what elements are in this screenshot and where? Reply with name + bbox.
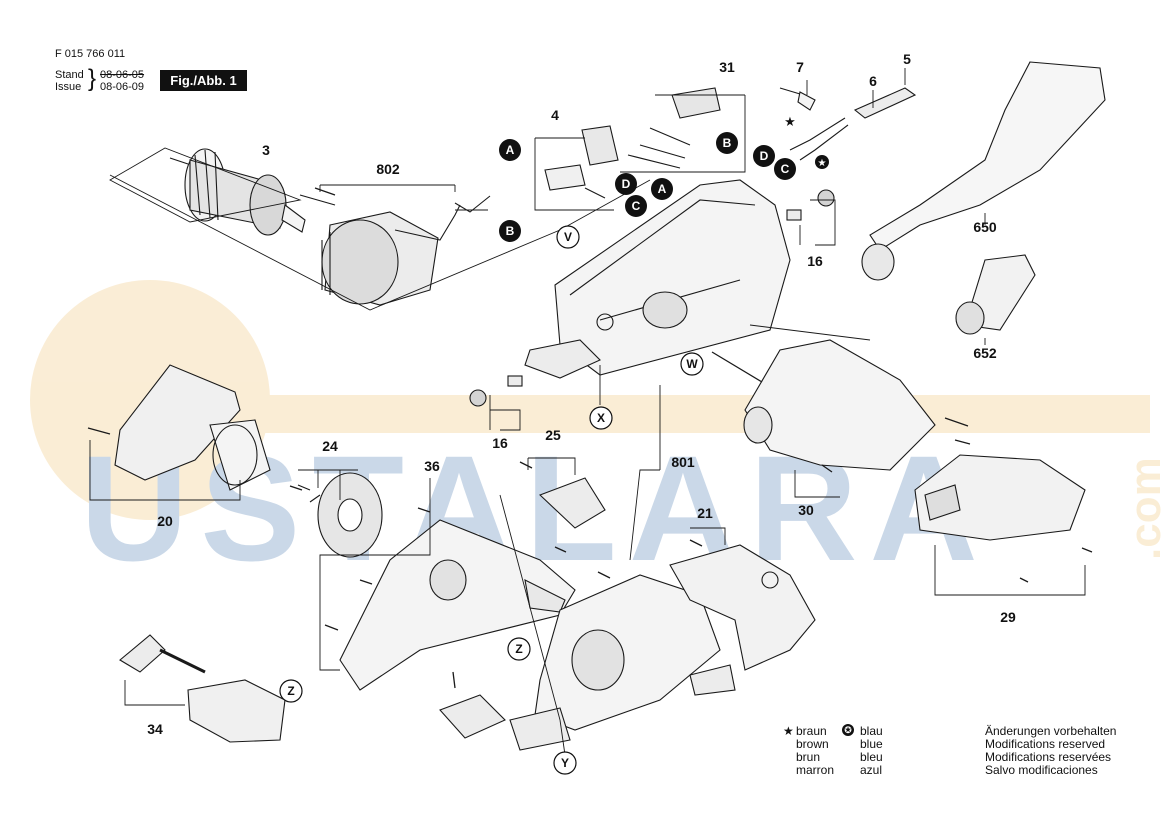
svg-text:Z: Z	[515, 642, 522, 656]
svg-text:★: ★	[784, 114, 796, 129]
belt-cover-part	[114, 364, 271, 491]
issue-date: 08-06-09	[100, 81, 145, 93]
connector-A-1: A	[499, 139, 521, 161]
svg-text:A: A	[658, 182, 667, 196]
connector-D-2: D	[753, 145, 775, 167]
svg-text:B: B	[723, 136, 732, 150]
legend-star-symbol: ★	[783, 724, 794, 738]
issue-label: Issue	[55, 81, 82, 93]
modifications-notice: Änderungen vorbehalten Modifications res…	[985, 724, 1117, 777]
handle-cover-part	[914, 454, 1086, 541]
callout-652: 652	[973, 345, 997, 361]
field-coil-part	[299, 194, 491, 306]
callout-801: 801	[671, 454, 695, 470]
callout-5: 5	[903, 51, 911, 67]
view-Z-1: Z	[507, 637, 531, 661]
svg-text:★: ★	[818, 158, 827, 169]
callout-29: 29	[1000, 609, 1016, 625]
brace-icon: }	[88, 65, 97, 92]
legend-circle-star-icon: ✪	[842, 724, 854, 736]
bottom-housing-part	[509, 574, 736, 751]
svg-text:D: D	[622, 177, 631, 191]
callout-16-top: 16	[807, 253, 823, 269]
view-markers: V W X Z Z Y	[279, 225, 704, 775]
connector-B-2: B	[716, 132, 738, 154]
circle-star-marker-blue: ★	[815, 155, 829, 169]
carbon-brush-part	[469, 189, 835, 407]
view-Y: Y	[553, 751, 577, 775]
connector-C-1: C	[625, 195, 647, 217]
callout-25: 25	[545, 427, 561, 443]
power-cable-part	[779, 87, 917, 161]
callout-20: 20	[157, 513, 173, 529]
callout-21: 21	[697, 505, 713, 521]
callout-31: 31	[719, 59, 735, 75]
brush-holder-part	[627, 87, 721, 169]
view-X: X	[589, 406, 613, 430]
svg-text:X: X	[597, 411, 605, 425]
svg-text:D: D	[760, 149, 769, 163]
callout-4: 4	[551, 107, 559, 123]
view-Z-2: Z	[279, 679, 303, 703]
connector-D-1: D	[615, 173, 637, 195]
connector-markers: A B B D A C D C ★	[499, 114, 829, 242]
svg-text:Z: Z	[287, 684, 294, 698]
view-W: W	[680, 352, 704, 376]
svg-text:A: A	[506, 143, 515, 157]
callout-802: 802	[376, 161, 400, 177]
main-housing-part	[524, 179, 791, 379]
figure-badge: Fig./Abb. 1	[160, 70, 247, 91]
switch-part	[544, 125, 619, 199]
lever-part	[119, 634, 286, 743]
callout-34: 34	[147, 721, 163, 737]
svg-text:V: V	[564, 230, 572, 244]
callout-numbers: 3 802 4 31 7 5 6 650 652 16 16 24 25 20 …	[147, 51, 1016, 737]
dust-bag-part	[861, 61, 1106, 281]
adapter-part	[955, 254, 1036, 335]
svg-text:Y: Y	[561, 756, 569, 770]
gear-part	[297, 472, 383, 558]
connector-B-1: B	[499, 220, 521, 242]
callout-24: 24	[322, 438, 338, 454]
callout-6: 6	[869, 73, 877, 89]
stand-date: 08-06-05	[100, 69, 145, 81]
leader-lines	[89, 68, 1086, 756]
armature-part	[169, 148, 306, 236]
callout-36: 36	[424, 458, 440, 474]
callout-7: 7	[796, 59, 804, 75]
svg-text:B: B	[506, 224, 515, 238]
small-plate-part	[439, 694, 506, 739]
cover-part	[743, 339, 936, 471]
star-marker-brown: ★	[784, 114, 796, 129]
callout-16-bottom: 16	[492, 435, 508, 451]
bracket-part	[538, 477, 606, 529]
callout-3: 3	[262, 142, 270, 158]
svg-text:C: C	[781, 162, 790, 176]
svg-text:W: W	[686, 357, 698, 371]
connector-A-2: A	[651, 178, 673, 200]
watermark-side-text: .com	[1121, 457, 1169, 560]
callout-650: 650	[973, 219, 997, 235]
screws	[87, 187, 1093, 689]
part-number: F 015 766 011	[55, 48, 126, 60]
stand-label: Stand	[55, 69, 84, 81]
svg-text:C: C	[632, 199, 641, 213]
view-V: V	[556, 225, 580, 249]
handle-part	[669, 544, 816, 671]
callout-30: 30	[798, 502, 814, 518]
connector-C-2: C	[774, 158, 796, 180]
left-housing-part	[339, 519, 576, 691]
legend-brown: braun brown brun marron	[796, 724, 835, 777]
legend-blue: blau blue bleu azul	[860, 724, 883, 777]
